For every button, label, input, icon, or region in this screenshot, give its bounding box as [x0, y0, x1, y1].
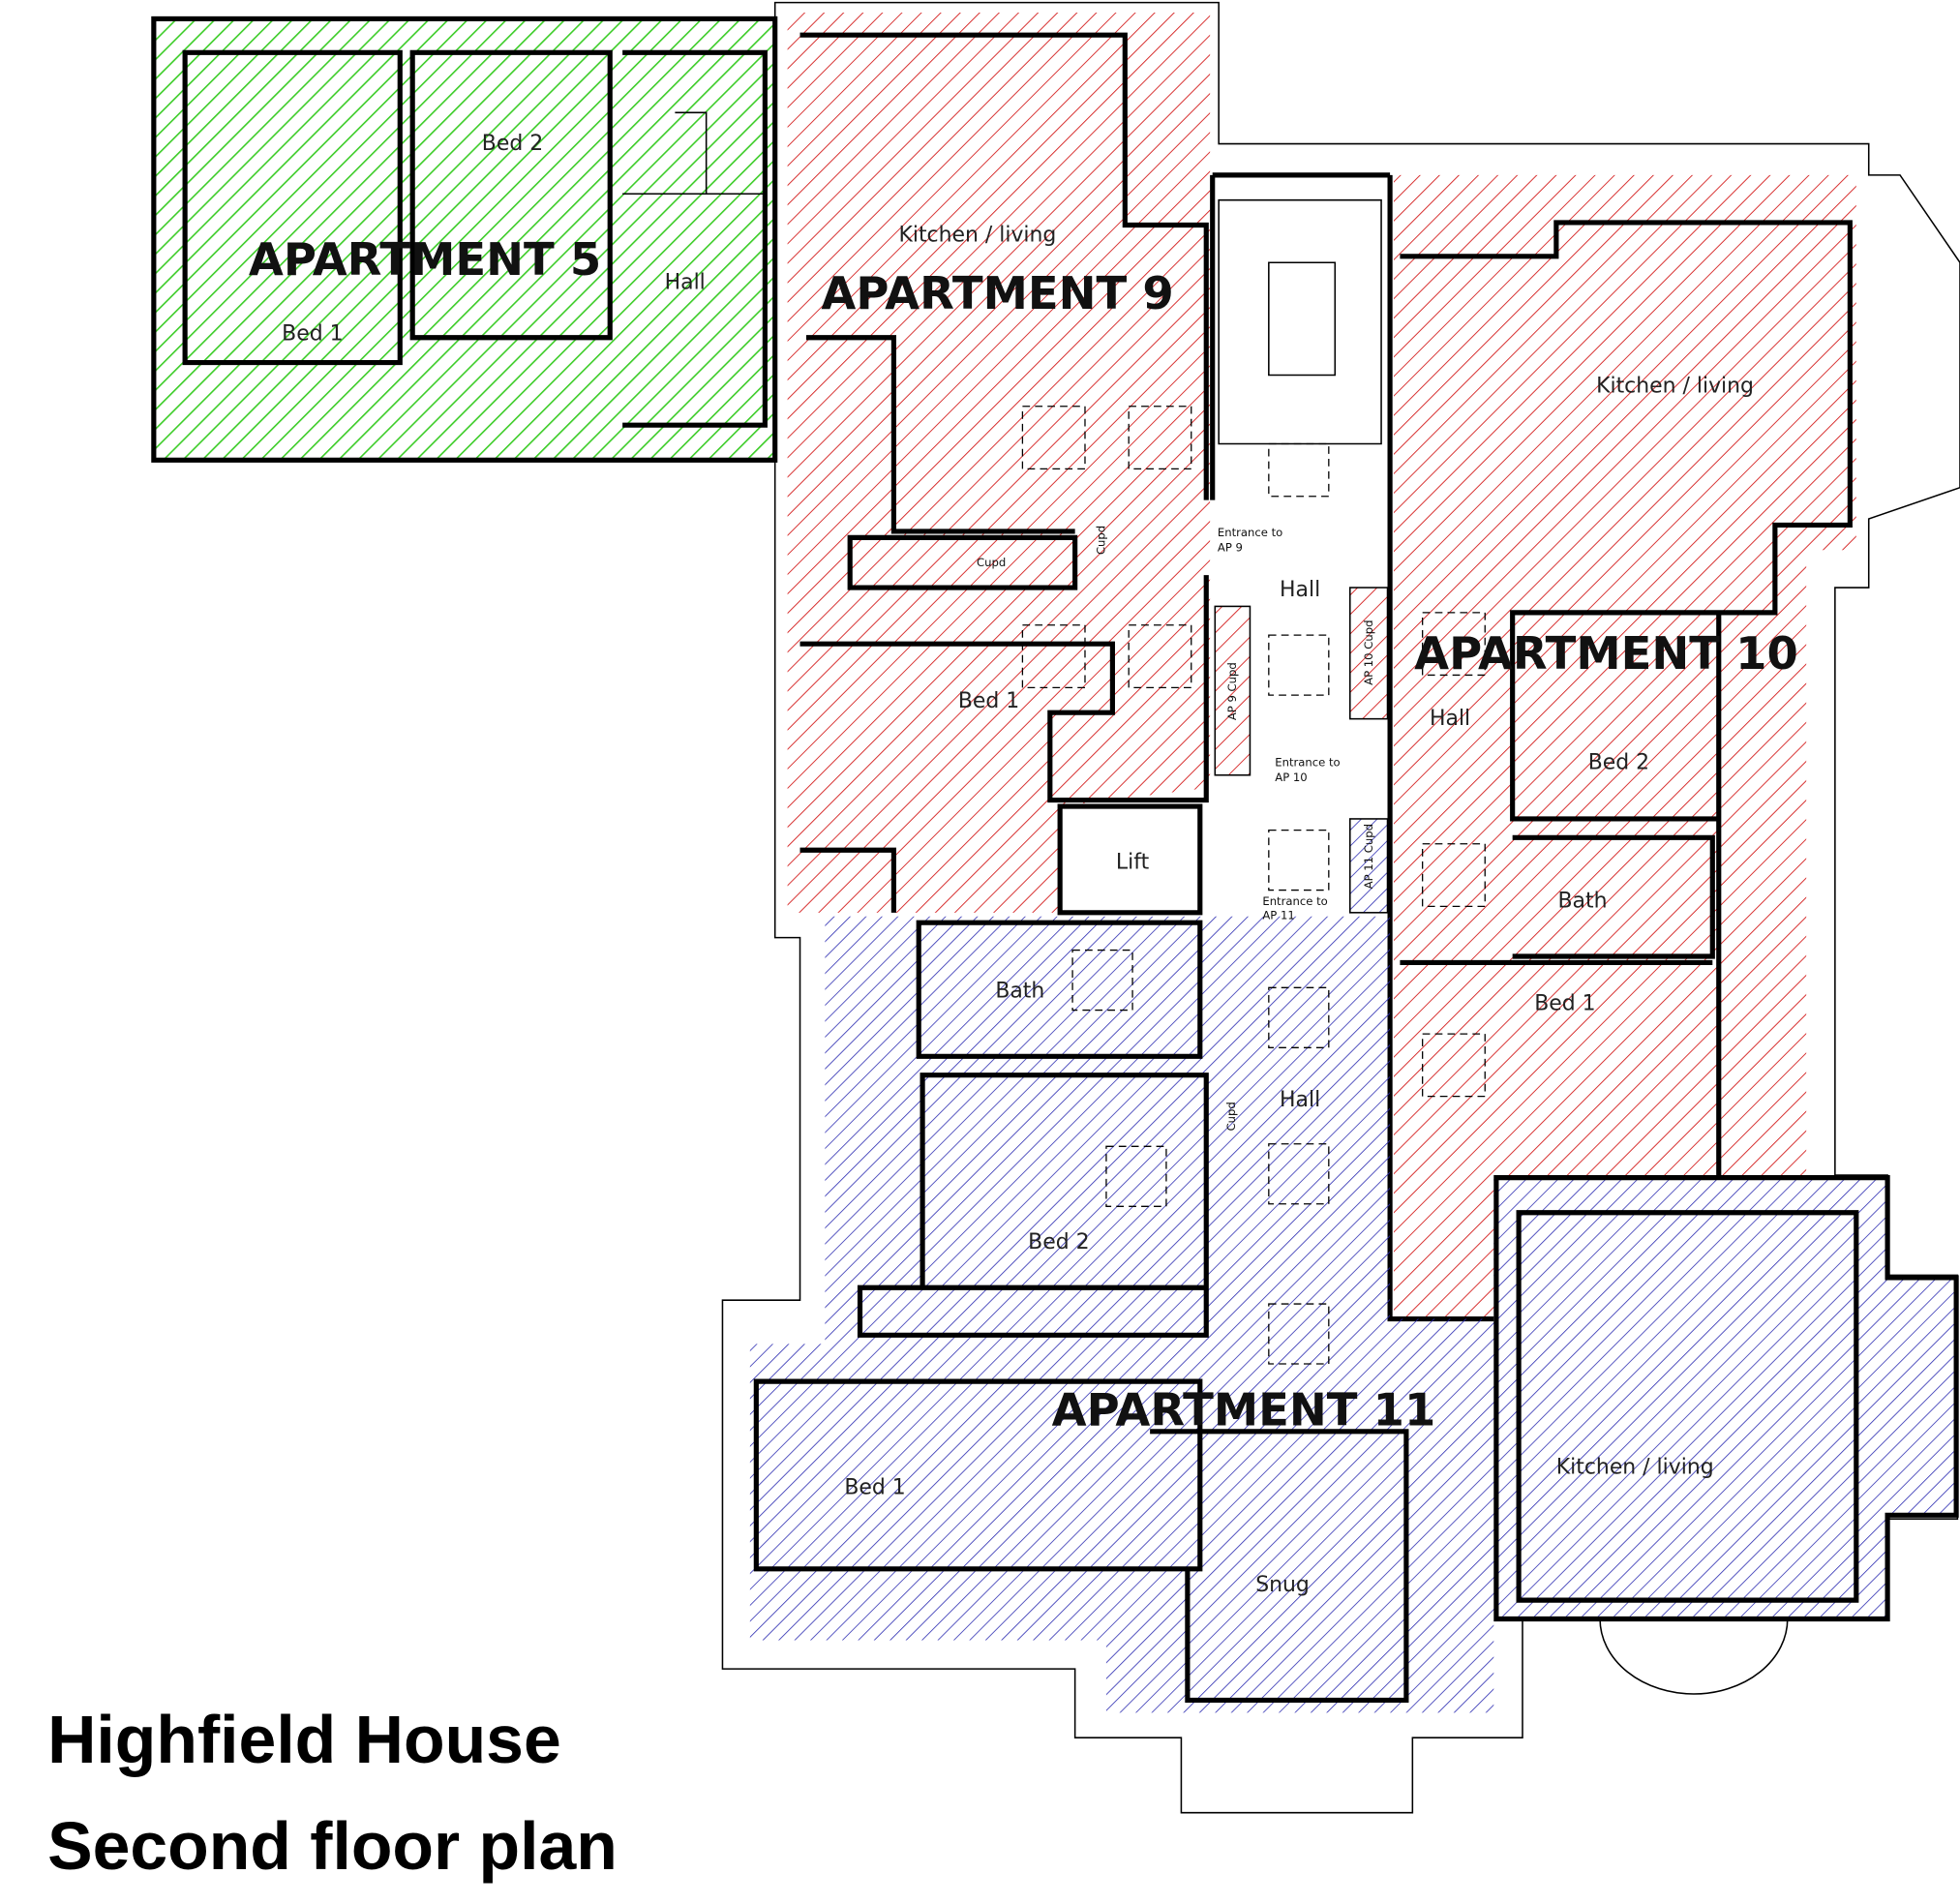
- plan-title: Highfield House: [47, 1702, 561, 1777]
- bay-window: [1599, 1618, 1789, 1695]
- room-label: Hall: [1430, 707, 1470, 731]
- entrance-ap10-label: AP 10: [1275, 771, 1307, 784]
- room-label: Snug: [1255, 1573, 1310, 1597]
- entrance-ap9-label: AP 9: [1218, 541, 1243, 555]
- room-label: Cupd: [977, 556, 1006, 569]
- room-label: Bed 2: [1588, 750, 1649, 774]
- room-label: Cupd: [1095, 526, 1108, 555]
- room-label: Hall: [1280, 1088, 1320, 1112]
- apartment-11-area: [749, 916, 1959, 1713]
- room-label: Bed 1: [282, 321, 343, 346]
- entrance-ap11-label: AP 11: [1262, 908, 1294, 922]
- room-label: Cupd: [1224, 1102, 1238, 1131]
- apartment-5-area: [151, 15, 778, 463]
- apartment-11-label: APARTMENT 11: [1052, 1383, 1436, 1436]
- central-core: [1057, 172, 1391, 916]
- room-label: Kitchen / living: [1556, 1456, 1714, 1480]
- room-label: Bath: [995, 980, 1044, 1004]
- apartment-5-label: APARTMENT 5: [249, 233, 601, 286]
- room-label: Bed 1: [1534, 992, 1595, 1016]
- room-label: AP 10 Cupd: [1362, 620, 1375, 685]
- room-label: AP 11 Cupd: [1362, 824, 1375, 889]
- entrance-ap10-label: Entrance to: [1275, 756, 1340, 770]
- apartment-9-label: APARTMENT 9: [821, 267, 1173, 319]
- room-label: Hall: [665, 270, 706, 294]
- room-label: Bed 2: [1028, 1230, 1089, 1254]
- room-label: Kitchen / living: [1596, 375, 1754, 399]
- building-outline: [721, 1, 1960, 1814]
- lift-label: Lift: [1116, 851, 1150, 875]
- room-label: Bed 1: [844, 1475, 905, 1499]
- entrance-ap9-label: Entrance to: [1218, 526, 1282, 539]
- apartment-9-area: [787, 12, 1211, 913]
- room-label: Hall: [1280, 578, 1320, 602]
- room-label: AP 9 Cupd: [1225, 662, 1239, 720]
- room-label: Bed 1: [958, 689, 1019, 713]
- room-label: Bed 2: [482, 132, 543, 156]
- room-label: Kitchen / living: [898, 223, 1056, 247]
- room-label: Bath: [1557, 890, 1607, 914]
- entrance-ap11-label: Entrance to: [1262, 894, 1327, 908]
- apartment-10-label: APARTMENT 10: [1414, 627, 1798, 680]
- plan-subtitle: Second floor plan: [47, 1808, 618, 1884]
- apartment-10-area: [1387, 174, 1856, 1322]
